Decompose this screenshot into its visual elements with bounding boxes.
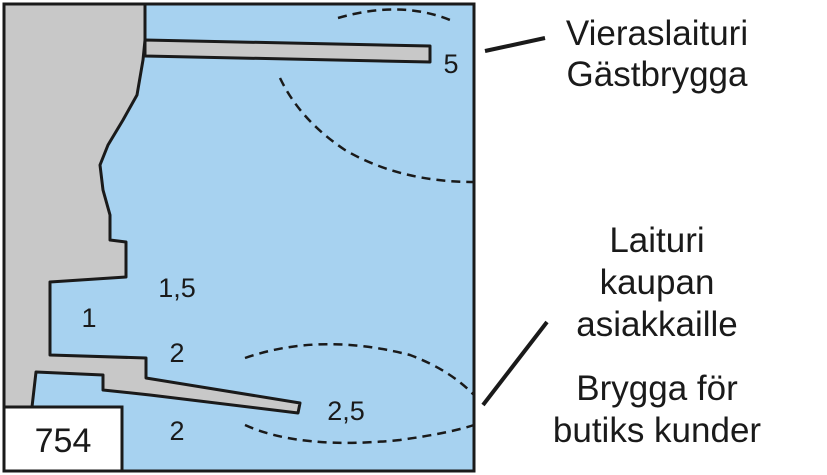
shoreline-land — [2, 2, 302, 415]
shop-pier-label-fi-line3: asiakkaille — [576, 305, 737, 344]
depth-label: 5 — [443, 49, 458, 79]
shop-pier-label-sv-line1: Brygga för — [576, 369, 738, 408]
shop-pier-label-fi-line2: kaupan — [600, 263, 715, 302]
depth-label: 2 — [169, 338, 184, 368]
map-frame — [2, 2, 476, 473]
depth-contour-lower — [244, 343, 475, 396]
guest-pier-label-fi: Vieraslaituri — [566, 14, 748, 53]
guest-pier-label-sv: Gästbrygga — [567, 55, 748, 94]
shop-pier-leader-line — [481, 320, 549, 407]
guest-pier — [143, 38, 432, 64]
depth-contour-middle — [278, 77, 475, 184]
guest-pier-leader-line — [484, 36, 546, 53]
shop-pier-label-fi-line1: Laituri — [609, 221, 704, 260]
depth-label: 2 — [169, 416, 184, 446]
depth-label: 2,5 — [327, 396, 365, 426]
depth-label: 1,5 — [158, 273, 196, 303]
depth-contour-bottom — [244, 423, 475, 445]
map-id-box — [2, 405, 124, 473]
map-id-label: 754 — [35, 422, 92, 460]
depth-label: 1 — [81, 303, 96, 333]
shop-pier-label-sv-line2: butiks kunder — [553, 411, 762, 450]
